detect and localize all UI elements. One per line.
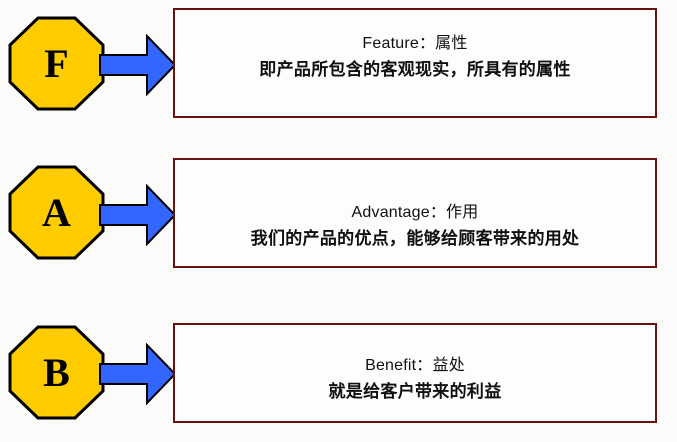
octagon-badge-advantage[interactable]: A xyxy=(8,165,105,260)
text-box-body-benefit: 就是给客户带来的利益 xyxy=(328,382,502,401)
fab-row-benefit: B Benefit：益处 就是给客户带来的利益 xyxy=(0,315,677,442)
text-box-title-advantage: Advantage：作用 xyxy=(351,204,479,221)
badge-letter-feature: F xyxy=(44,40,69,86)
fab-row-feature: F Feature：属性 即产品所包含的客观现实，所具有的属性 xyxy=(0,0,677,150)
octagon-badge-feature[interactable]: F xyxy=(8,16,105,111)
right-arrow-icon xyxy=(99,184,177,246)
octagon-shape-icon xyxy=(8,165,105,260)
text-box-body-advantage: 我们的产品的优点，能够给顾客带来的用处 xyxy=(250,229,580,248)
text-box-title-feature: Feature：属性 xyxy=(362,35,468,52)
right-arrow-icon-benefit xyxy=(99,343,177,405)
text-box-benefit: Benefit：益处 就是给客户带来的利益 xyxy=(173,323,657,423)
right-arrow-icon-feature xyxy=(99,34,177,96)
text-box-feature: Feature：属性 即产品所包含的客观现实，所具有的属性 xyxy=(173,8,657,118)
text-box-body-feature: 即产品所包含的客观现实，所具有的属性 xyxy=(259,60,571,79)
badge-letter-advantage: A xyxy=(42,189,71,235)
octagon-shape-icon xyxy=(8,16,105,111)
octagon-badge-benefit[interactable]: B xyxy=(8,325,105,420)
text-box-title-benefit: Benefit：益处 xyxy=(365,357,465,374)
fab-row-advantage: A Advantage：作用 我们的产品的优点，能够给顾客带来的用处 xyxy=(0,150,677,315)
right-arrow-icon xyxy=(99,343,177,405)
badge-letter-benefit: B xyxy=(43,349,70,395)
right-arrow-icon xyxy=(99,34,177,96)
octagon-shape-icon xyxy=(8,325,105,420)
text-box-advantage: Advantage：作用 我们的产品的优点，能够给顾客带来的用处 xyxy=(173,158,657,268)
right-arrow-icon-advantage xyxy=(99,184,177,246)
